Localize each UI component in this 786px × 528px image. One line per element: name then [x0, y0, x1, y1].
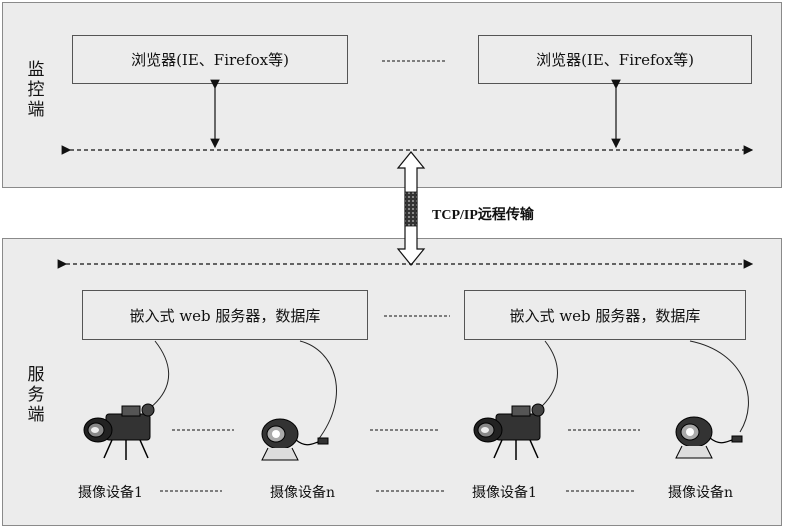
- web-server-box-1-text: 嵌入式 web 服务器，数据库: [129, 306, 321, 325]
- video-camera-icon: [83, 403, 155, 460]
- server-panel: [2, 238, 782, 526]
- web-server-box-1: 嵌入式 web 服务器，数据库: [82, 290, 368, 340]
- device-caption-2: 摄像设备n: [270, 485, 336, 501]
- browser-box-1: 浏览器(IE、Firefox等): [72, 35, 348, 84]
- tcp-ip-label: TCP/IP远程传输: [432, 208, 534, 223]
- monitor-panel: [2, 2, 782, 188]
- browser-box-2-text: 浏览器(IE、Firefox等): [536, 51, 694, 69]
- web-server-box-2: 嵌入式 web 服务器，数据库: [464, 290, 746, 340]
- tcp-link-arrow: [396, 151, 426, 266]
- server-label: 服 务 端: [27, 365, 45, 425]
- device-caption-3: 摄像设备1: [472, 485, 537, 501]
- webcam-icon: [261, 418, 329, 461]
- browser-box-2: 浏览器(IE、Firefox等): [478, 35, 752, 84]
- browser-box-1-text: 浏览器(IE、Firefox等): [131, 51, 289, 69]
- webcam-icon: [675, 416, 743, 459]
- video-camera-icon: [473, 403, 545, 460]
- web-server-box-2-text: 嵌入式 web 服务器，数据库: [509, 306, 701, 325]
- device-caption-1: 摄像设备1: [78, 485, 143, 501]
- monitor-label: 监 控 端: [27, 60, 45, 120]
- device-caption-4: 摄像设备n: [668, 485, 734, 501]
